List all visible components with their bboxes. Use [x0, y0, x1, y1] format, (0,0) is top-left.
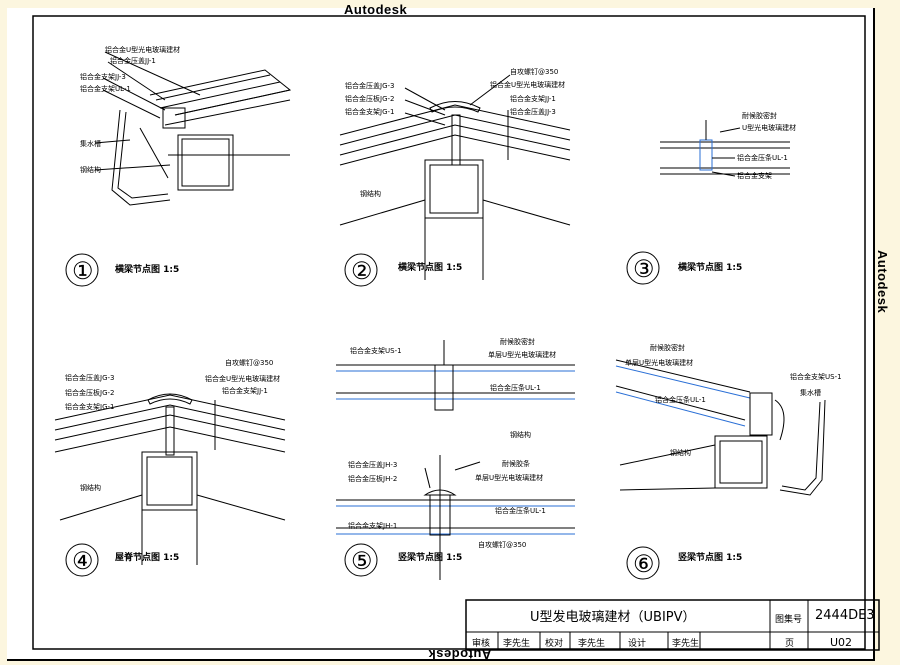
d2-label-6: 铝合金支架JJ-1 — [510, 94, 556, 103]
d1-number: ① — [72, 258, 94, 285]
d3-number: ③ — [633, 256, 655, 283]
d6-number: ⑥ — [633, 551, 655, 578]
drawing-title: U型发电玻璃建材（UBIPV） — [530, 610, 696, 625]
design-name: 李先生 — [672, 639, 700, 649]
d2-label-8: 钢结构 — [360, 189, 381, 198]
d3-caption: 横梁节点图 1:5 — [678, 261, 742, 273]
d4-label-5: 铝合金U型光电玻璃建材 — [205, 374, 280, 383]
d4-label-7: 钢结构 — [80, 483, 101, 492]
d6-caption: 竖梁节点图 1:5 — [678, 551, 742, 563]
d4-number: ④ — [72, 548, 94, 575]
watermark-top: Autodesk — [344, 2, 408, 17]
review-name: 李先生 — [503, 639, 531, 649]
d4-label-3: 铝合金压板JG-2 — [65, 388, 114, 397]
d1-label-3: 铝合金支架JJ-3 — [80, 72, 126, 81]
d2-label-1: 自攻螺钉@350 — [510, 67, 558, 76]
d6-label-1: 耐候胶密封 — [650, 343, 685, 352]
d5-label-7: 铝合金压板JH-2 — [348, 474, 397, 483]
d5-label-9: 单层U型光电玻璃建材 — [475, 473, 543, 482]
d2-caption: 横梁节点图 1:5 — [398, 261, 462, 273]
detail-2-labels: 自攻螺钉@350 铝合金压盖JG-3 铝合金压板JG-2 铝合金支架JG-1 铝… — [345, 67, 565, 285]
d5-label-1: 铝合金支架US-1 — [350, 346, 402, 355]
detail-2 — [339, 74, 571, 287]
inner-frame — [32, 15, 866, 650]
d2-label-3: 铝合金压板JG-2 — [345, 94, 394, 103]
d6-label-6: 钢结构 — [670, 448, 691, 457]
d5-label-11: 铝合金支架JH-1 — [348, 521, 397, 530]
d4-label-2: 铝合金压盖JG-3 — [65, 373, 114, 382]
check-name: 李先生 — [578, 639, 606, 649]
d5-label-5: 钢结构 — [510, 430, 531, 439]
d3-label-4: 铝合金支架 — [737, 171, 772, 180]
detail-4 — [54, 393, 286, 577]
detail-6 — [615, 359, 826, 580]
d2-label-2: 铝合金压盖JG-3 — [345, 81, 394, 90]
d1-label-4: 铝合金支架UL-1 — [80, 84, 131, 93]
d4-label-4: 铝合金支架JG-1 — [65, 402, 114, 411]
atlas-label: 图集号 — [775, 615, 803, 625]
d3-label-2: U型光电玻璃建材 — [742, 123, 796, 132]
d5-label-3: 单层U型光电玻璃建材 — [488, 350, 556, 359]
design-label: 设计 — [628, 639, 647, 649]
d3-label-3: 铝合金压条UL-1 — [737, 153, 788, 162]
d6-label-4: 铝合金压条UL-1 — [655, 395, 706, 404]
d4-caption: 屋脊节点图 1:5 — [115, 551, 179, 563]
check-label: 校对 — [545, 639, 564, 649]
d1-label-2: 铝合金压盖JJ-1 — [110, 56, 156, 65]
atlas-number: 2444DE3 — [815, 608, 875, 623]
d1-label-6: 钢结构 — [80, 165, 101, 174]
detail-3 — [626, 120, 790, 285]
d2-number: ② — [351, 258, 373, 285]
page-number: U02 — [830, 636, 853, 649]
detail-1-labels: 铝合金U型光电玻璃建材 铝合金压盖JJ-1 铝合金支架JJ-3 铝合金支架UL-… — [72, 45, 180, 285]
drawing-sheet — [7, 8, 875, 661]
d5-number: ⑤ — [351, 548, 373, 575]
d3-label-1: 耐候胶密封 — [742, 111, 777, 120]
d5-label-8: 耐候胶条 — [502, 459, 530, 468]
title-block-frame — [465, 599, 880, 651]
d5-label-6: 铝合金压盖JH-3 — [348, 460, 397, 469]
d5-label-4: 铝合金压条UL-1 — [490, 383, 541, 392]
d4-label-1: 自攻螺钉@350 — [225, 358, 273, 367]
d4-label-6: 铝合金支架JJ-1 — [222, 386, 268, 395]
d5-label-10: 铝合金压条UL-1 — [495, 506, 546, 515]
d5-label-2: 耐候胶密封 — [500, 337, 535, 346]
page-label: 页 — [785, 639, 795, 649]
d2-label-7: 铝合金压盖JJ-3 — [510, 107, 556, 116]
d1-label-5: 集水槽 — [80, 139, 101, 148]
d5-label-12: 自攻螺钉@350 — [478, 540, 526, 549]
d1-label-1: 铝合金U型光电玻璃建材 — [105, 45, 180, 54]
d1-caption: 横梁节点图 1:5 — [115, 263, 179, 275]
d6-label-3: 铝合金支架US-1 — [790, 372, 842, 381]
detail-3-labels: 耐候胶密封 U型光电玻璃建材 铝合金压条UL-1 铝合金支架 ③ 横梁节点图 1… — [633, 111, 796, 283]
d6-label-5: 集水槽 — [800, 388, 821, 397]
detail-6-labels: 耐候胶密封 单层U型光电玻璃建材 铝合金支架US-1 铝合金压条UL-1 集水槽… — [625, 343, 842, 578]
detail-5-labels: 铝合金支架US-1 耐候胶密封 单层U型光电玻璃建材 铝合金压条UL-1 钢结构… — [348, 337, 556, 575]
d5-caption: 竖梁节点图 1:5 — [398, 551, 462, 563]
d2-label-5: 铝合金U型光电玻璃建材 — [490, 80, 565, 89]
d2-label-4: 铝合金支架JG-1 — [345, 107, 394, 116]
d6-label-2: 单层U型光电玻璃建材 — [625, 358, 693, 367]
detail-5 — [336, 340, 575, 580]
detail-4-labels: 自攻螺钉@350 铝合金压盖JG-3 铝合金压板JG-2 铝合金支架JG-1 铝… — [65, 358, 280, 575]
detail-1 — [65, 51, 292, 287]
review-label: 审核 — [472, 639, 491, 649]
